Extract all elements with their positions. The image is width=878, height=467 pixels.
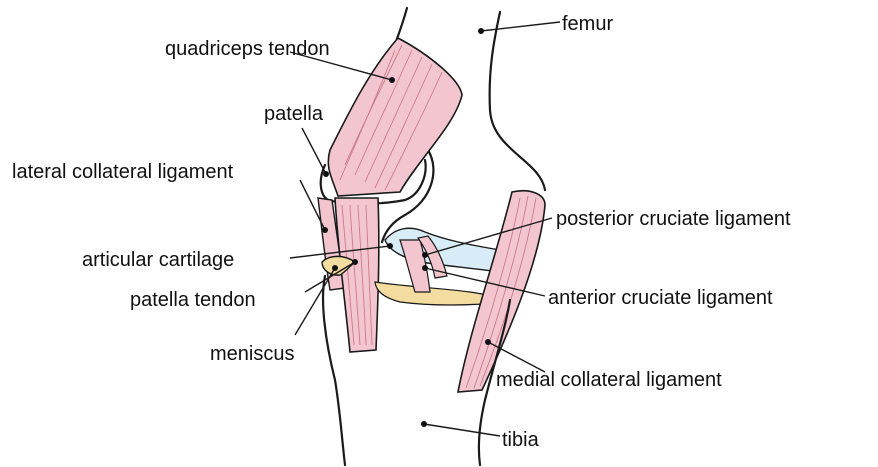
label-tibia: tibia bbox=[502, 429, 540, 451]
leader-femur bbox=[481, 22, 560, 31]
dot-patella-tendon bbox=[352, 259, 358, 265]
label-articular-cartilage: articular cartilage bbox=[82, 249, 234, 271]
patella-tendon-shape bbox=[335, 198, 379, 352]
leader-patella bbox=[302, 128, 326, 174]
quadriceps-tendon-shape bbox=[328, 38, 462, 196]
dot-meniscus bbox=[332, 265, 338, 271]
dot-patella bbox=[323, 171, 329, 177]
dot-posterior-cruciate-ligament bbox=[422, 252, 428, 258]
tibia-outline-left bbox=[323, 276, 345, 465]
leader-tibia bbox=[424, 424, 500, 436]
dot-lateral-collateral-ligament bbox=[322, 227, 328, 233]
label-patella: patella bbox=[264, 103, 324, 125]
label-anterior-cruciate-ligament: anterior cruciate ligament bbox=[548, 287, 773, 309]
label-patella-tendon: patella tendon bbox=[130, 289, 256, 311]
dot-articular-cartilage bbox=[387, 243, 393, 249]
label-posterior-cruciate-ligament: posterior cruciate ligament bbox=[556, 208, 791, 230]
label-medial-collateral-ligament: medial collateral ligament bbox=[496, 369, 722, 391]
label-femur: femur bbox=[562, 13, 613, 35]
dot-femur bbox=[478, 28, 484, 34]
dot-anterior-cruciate-ligament bbox=[422, 265, 428, 271]
femur-outline-right bbox=[490, 12, 545, 190]
dot-quadriceps-tendon bbox=[389, 77, 395, 83]
label-lateral-collateral-ligament: lateral collateral ligament bbox=[12, 161, 234, 183]
dot-medial-collateral-ligament bbox=[485, 339, 491, 345]
dot-tibia bbox=[421, 421, 427, 427]
leader-meniscus bbox=[295, 268, 335, 335]
label-quadriceps-tendon: quadriceps tendon bbox=[165, 38, 330, 60]
label-meniscus: meniscus bbox=[210, 343, 294, 365]
